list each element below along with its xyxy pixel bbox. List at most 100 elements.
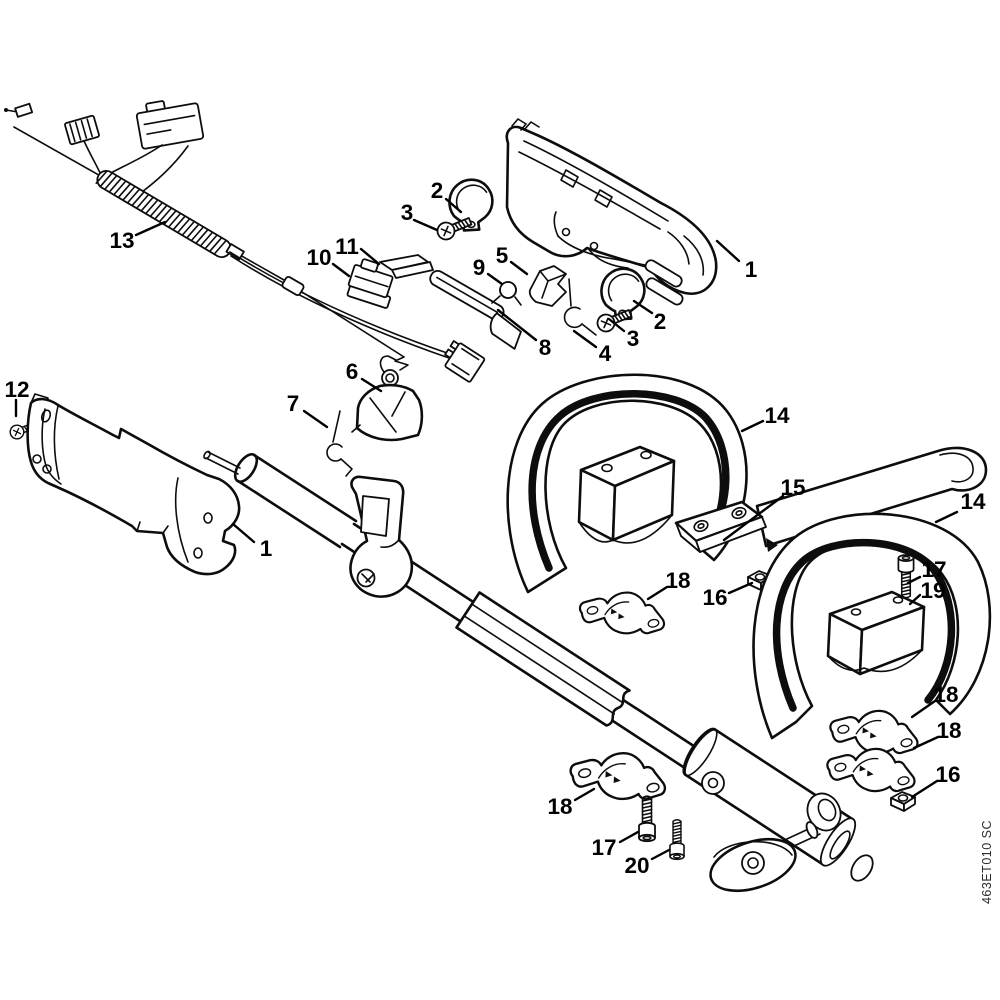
- part-label-14-16: 14: [764, 403, 790, 428]
- cable-adjuster-barrel: [281, 276, 305, 296]
- watermark: 463ET010 SC: [980, 820, 994, 904]
- part-label-13-0: 13: [109, 228, 134, 253]
- part-label-8-7: 8: [539, 335, 552, 360]
- part-label-16-25: 16: [935, 762, 960, 787]
- leader-line-3: [412, 218, 439, 232]
- coil-tick: [141, 197, 154, 211]
- part-label-18-24: 18: [936, 718, 961, 743]
- leader-line-1: [715, 239, 741, 263]
- leader-line-10: [331, 262, 351, 278]
- part-label-20-28: 20: [624, 853, 649, 878]
- part-label-15-17: 15: [780, 475, 805, 500]
- part-label-19-22: 19: [920, 578, 945, 603]
- coil-tick: [118, 183, 131, 198]
- handle-housing-lower: [26, 393, 241, 576]
- ribbed-shaft-section: [455, 591, 631, 727]
- part-label-17-27: 17: [591, 835, 616, 860]
- coiled-cable-sleeve: [95, 169, 232, 259]
- wing-knob: [709, 837, 797, 893]
- loop-handle-left-mount: [577, 445, 676, 544]
- part-label-12-14: 12: [4, 377, 29, 402]
- micro-switch: [444, 340, 486, 383]
- housing-bosses: [644, 259, 684, 306]
- leader-line-17: [906, 575, 922, 585]
- part-label-1-15: 1: [260, 536, 273, 561]
- part-label-3-2: 3: [401, 200, 414, 225]
- leader-line-7: [302, 409, 329, 429]
- part-label-2-1: 2: [431, 178, 444, 203]
- leader-line-3: [607, 317, 626, 333]
- coil-tick: [204, 234, 218, 249]
- nut-16b: [890, 791, 916, 812]
- clamp-18a: [575, 582, 671, 643]
- coil-tick: [195, 229, 209, 244]
- coil-tick: [95, 170, 108, 185]
- leader-line-8: [496, 308, 538, 342]
- coil-tick: [159, 207, 172, 222]
- coil-tick: [214, 240, 227, 255]
- coil-tick: [113, 180, 127, 195]
- wiring-harness-assembly: [4, 100, 486, 383]
- part-label-7-13: 7: [287, 391, 300, 416]
- switch-slide-10: [346, 258, 394, 309]
- connector-small: [64, 114, 100, 146]
- loop-handle-right-mount: [826, 590, 926, 676]
- coil-tick: [186, 224, 199, 238]
- coil-tick: [131, 191, 145, 206]
- coil-tick: [109, 178, 122, 193]
- spring-wire-4: [563, 278, 597, 336]
- leader-line-17: [618, 830, 640, 844]
- leader-line-14: [740, 419, 765, 433]
- leader-line-6: [360, 377, 383, 393]
- leader-line-2: [632, 299, 654, 315]
- part-label-18-23: 18: [933, 682, 958, 707]
- spring-7: [326, 410, 353, 477]
- coil-tick: [182, 221, 195, 236]
- trigger-interlock-6: [351, 355, 424, 442]
- spring-9: [491, 281, 522, 306]
- coil-tick: [177, 218, 190, 233]
- part-label-18-26: 18: [547, 794, 572, 819]
- leader-line-9: [486, 272, 504, 286]
- leader-line-15: [722, 494, 785, 542]
- coil-tick: [172, 216, 186, 230]
- part-label-18-19: 18: [665, 568, 690, 593]
- part-label-17-21: 17: [921, 557, 946, 582]
- switch-shuttle-5: [528, 265, 567, 307]
- part-label-3-10: 3: [627, 326, 640, 351]
- coil-tick: [191, 226, 204, 241]
- coil-tick: [145, 199, 158, 214]
- coil-tick: [154, 205, 168, 220]
- leader-line-18: [912, 735, 940, 750]
- connector-large: [135, 100, 205, 150]
- leader-line-16: [910, 779, 939, 799]
- hanger-bracket: [349, 475, 414, 598]
- coil-tick: [99, 172, 113, 187]
- part-label-11-3: 11: [335, 234, 359, 259]
- wing-bolt-assembly: [709, 792, 842, 893]
- coil-tick: [168, 213, 181, 228]
- coil-tick: [136, 194, 149, 209]
- part-label-14-20: 14: [960, 489, 986, 514]
- coil-tick: [200, 232, 213, 247]
- clamp-18b: [565, 741, 672, 809]
- leader-line-5: [509, 260, 529, 276]
- handle-housing-upper: [505, 118, 718, 306]
- coil-tick: [104, 175, 117, 190]
- contact-strip-11: [379, 254, 434, 279]
- coil-tick: [150, 202, 163, 217]
- loop-handle-left: [506, 373, 748, 594]
- coil-tick: [122, 186, 136, 201]
- leader-line-13: [134, 220, 167, 237]
- screw-20: [669, 818, 685, 861]
- coil-tick: [209, 237, 222, 252]
- part-label-5-6: 5: [496, 243, 509, 268]
- part-label-16-18: 16: [702, 585, 727, 610]
- leader-line-14: [934, 510, 959, 524]
- leader-line-18: [573, 787, 596, 802]
- part-label-2-9: 2: [654, 309, 667, 334]
- part-label-4-8: 4: [599, 341, 612, 366]
